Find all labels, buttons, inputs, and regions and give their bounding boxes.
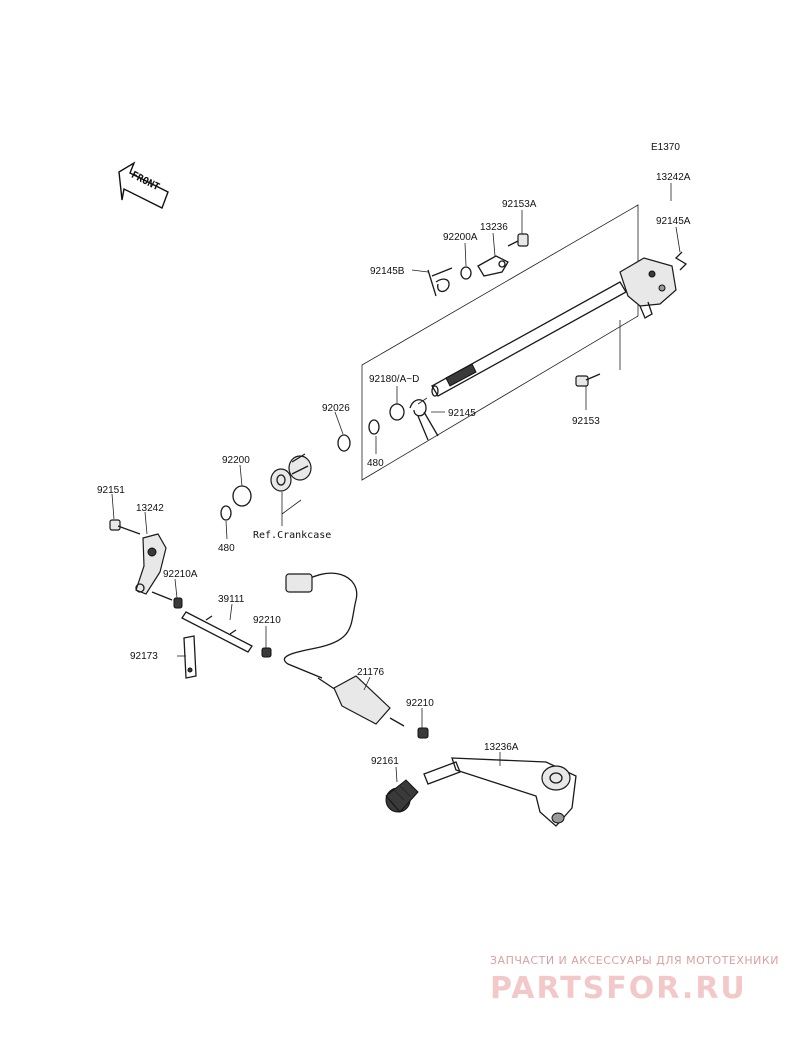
washer-92200 bbox=[232, 485, 252, 507]
label-92210-a: 92210 bbox=[253, 615, 281, 626]
spring-92145 bbox=[409, 399, 439, 441]
shift-shaft bbox=[431, 257, 677, 397]
label-92026: 92026 bbox=[322, 403, 350, 414]
label-21176: 21176 bbox=[357, 667, 385, 678]
label-480-upper: 480 bbox=[367, 458, 384, 469]
bolt-92153A bbox=[507, 233, 529, 247]
leader-lines bbox=[111, 183, 681, 783]
label-39111: 39111 bbox=[218, 594, 245, 605]
label-92200A: 92200A bbox=[443, 232, 478, 243]
label-ref-crankcase: Ref.Crankcase bbox=[253, 530, 331, 541]
oil-seal-crankcase bbox=[270, 453, 312, 492]
bolt-92151 bbox=[109, 519, 141, 535]
shift-pedal-13236A bbox=[423, 757, 577, 827]
label-92210A: 92210A bbox=[163, 569, 198, 580]
label-92145A: 92145A bbox=[656, 216, 691, 227]
circlip-480-lower bbox=[220, 505, 232, 521]
rod-39111 bbox=[181, 611, 253, 653]
spring-92145B bbox=[427, 267, 453, 297]
washer-92180 bbox=[389, 403, 405, 421]
label-13242: 13242 bbox=[136, 503, 164, 514]
bolt-92153 bbox=[575, 373, 601, 387]
label-92145B: 92145B bbox=[370, 266, 405, 277]
watermark: ЗАПЧАСТИ И АКСЕССУАРЫ ДЛЯ МОТОТЕХНИКИ PA… bbox=[490, 954, 779, 1006]
diagram-code: E1370 bbox=[651, 142, 680, 153]
label-92161: 92161 bbox=[371, 756, 399, 767]
plate-92173 bbox=[183, 635, 197, 679]
sensor-21176 bbox=[283, 572, 405, 727]
shift-lever-13242 bbox=[135, 533, 167, 595]
circlip-480-upper bbox=[368, 419, 380, 435]
spring-92145A bbox=[674, 251, 688, 271]
label-92180: 92180/A~D bbox=[369, 374, 419, 385]
label-92173: 92173 bbox=[130, 651, 158, 662]
label-92210-b: 92210 bbox=[406, 698, 434, 709]
label-480-lower: 480 bbox=[218, 543, 235, 554]
rubber-peg-92161 bbox=[385, 779, 419, 813]
label-92153A: 92153A bbox=[502, 199, 537, 210]
washer-92200A bbox=[460, 266, 472, 280]
label-13236A: 13236A bbox=[484, 742, 519, 753]
label-92151: 92151 bbox=[97, 485, 125, 496]
label-92145: 92145 bbox=[448, 408, 476, 419]
watermark-tagline: ЗАПЧАСТИ И АКСЕССУАРЫ ДЛЯ МОТОТЕХНИКИ bbox=[490, 954, 779, 967]
bolt-92210A bbox=[151, 591, 183, 609]
nut-92210-a bbox=[261, 647, 272, 658]
label-92200: 92200 bbox=[222, 455, 250, 466]
assembly-frame bbox=[361, 204, 639, 481]
label-13236: 13236 bbox=[480, 222, 508, 233]
front-arrow-icon: FRONT bbox=[118, 161, 169, 209]
washer-92026 bbox=[337, 434, 351, 452]
plate-13236 bbox=[477, 255, 509, 277]
part-labels: 13242A 92145A 92153A 13236 92200A 92145B… bbox=[97, 172, 691, 767]
nut-92210-b bbox=[417, 727, 429, 739]
label-92153: 92153 bbox=[572, 416, 600, 427]
watermark-logo: PARTSFOR.RU bbox=[490, 971, 747, 1006]
label-13242A: 13242A bbox=[656, 172, 691, 183]
